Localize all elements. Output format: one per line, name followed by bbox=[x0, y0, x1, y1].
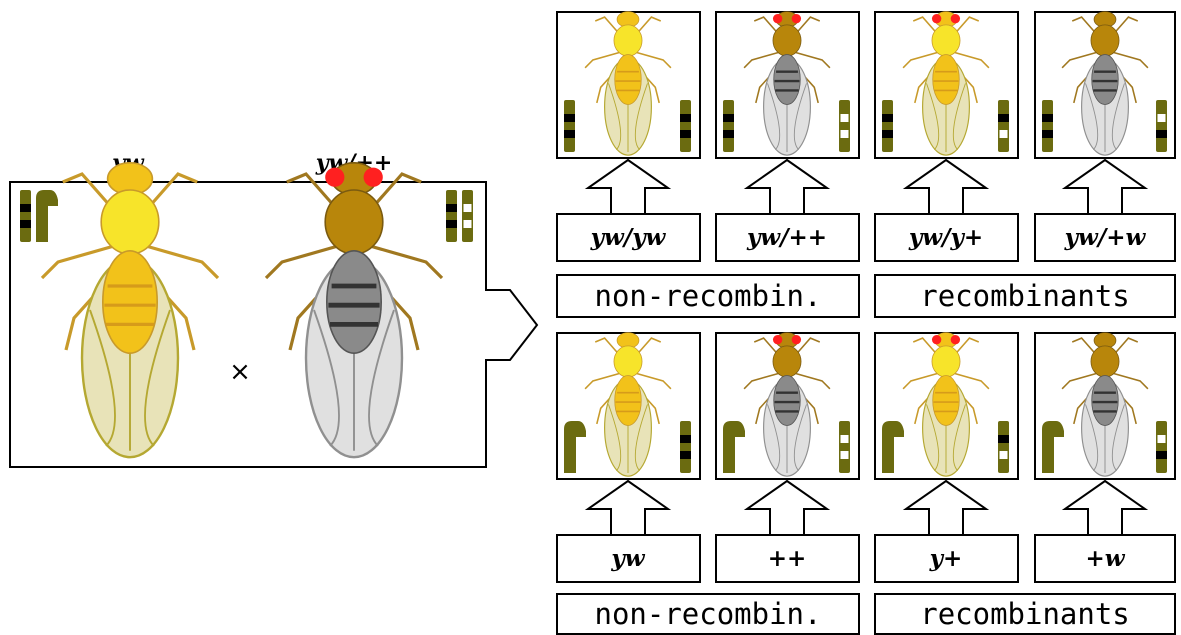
chromosome-top-4b bbox=[1156, 100, 1167, 152]
genotype-label: yw/++ bbox=[746, 224, 827, 251]
chromosome-top-3a bbox=[882, 100, 893, 152]
arrow-up-icon bbox=[587, 159, 669, 216]
arrow-up-icon bbox=[587, 480, 669, 537]
parental-cross: yw yw/++ × bbox=[9, 150, 539, 468]
arrow-up-icon bbox=[746, 480, 828, 537]
genotype-label: y+ bbox=[929, 545, 963, 572]
arrow-up-icon bbox=[905, 159, 987, 216]
offspring-bottom-row: yw ++ y+ +w non-recombin. recombinants bbox=[556, 331, 1176, 635]
genotype-label: yw/y+ bbox=[908, 224, 983, 251]
offspring-top-row: yw/yw yw/++ yw/y+ yw/+w non-recombin. re… bbox=[556, 10, 1176, 318]
chromosome-top-4a bbox=[1042, 100, 1053, 152]
chromosome-bottom-4b bbox=[1156, 421, 1167, 473]
genotype-label: +w bbox=[1085, 545, 1125, 572]
arrow-up-icon bbox=[1064, 480, 1146, 537]
chromosome-top-2a bbox=[723, 100, 734, 152]
chromosome-top-1a bbox=[564, 100, 575, 152]
chromosome-top-2b bbox=[839, 100, 850, 152]
cross-symbol: × bbox=[229, 357, 251, 387]
arrow-up-icon bbox=[1064, 159, 1146, 216]
male-chromosome-1 bbox=[446, 190, 457, 242]
chromosome-bottom-2b bbox=[839, 421, 850, 473]
arrow-up-icon bbox=[905, 480, 987, 537]
class-label-recombinant: recombinants bbox=[920, 279, 1130, 313]
chromosome-bottom-3b bbox=[998, 421, 1009, 473]
arrow-up-icon bbox=[746, 159, 828, 216]
genotype-label: yw bbox=[610, 545, 645, 572]
class-label-nonrecombinant: non-recombin. bbox=[595, 279, 822, 313]
class-label-recombinant: recombinants bbox=[920, 597, 1130, 631]
chromosome-top-1b bbox=[680, 100, 691, 152]
chromosome-top-3b bbox=[998, 100, 1009, 152]
genotype-label: yw/yw bbox=[590, 224, 667, 251]
female-x-chromosome-1 bbox=[20, 190, 31, 242]
genotype-label: ++ bbox=[768, 545, 807, 572]
genotype-label: yw/+w bbox=[1064, 224, 1147, 251]
class-label-nonrecombinant: non-recombin. bbox=[595, 597, 822, 631]
chromosome-bottom-1b bbox=[680, 421, 691, 473]
male-chromosome-2 bbox=[462, 190, 473, 242]
